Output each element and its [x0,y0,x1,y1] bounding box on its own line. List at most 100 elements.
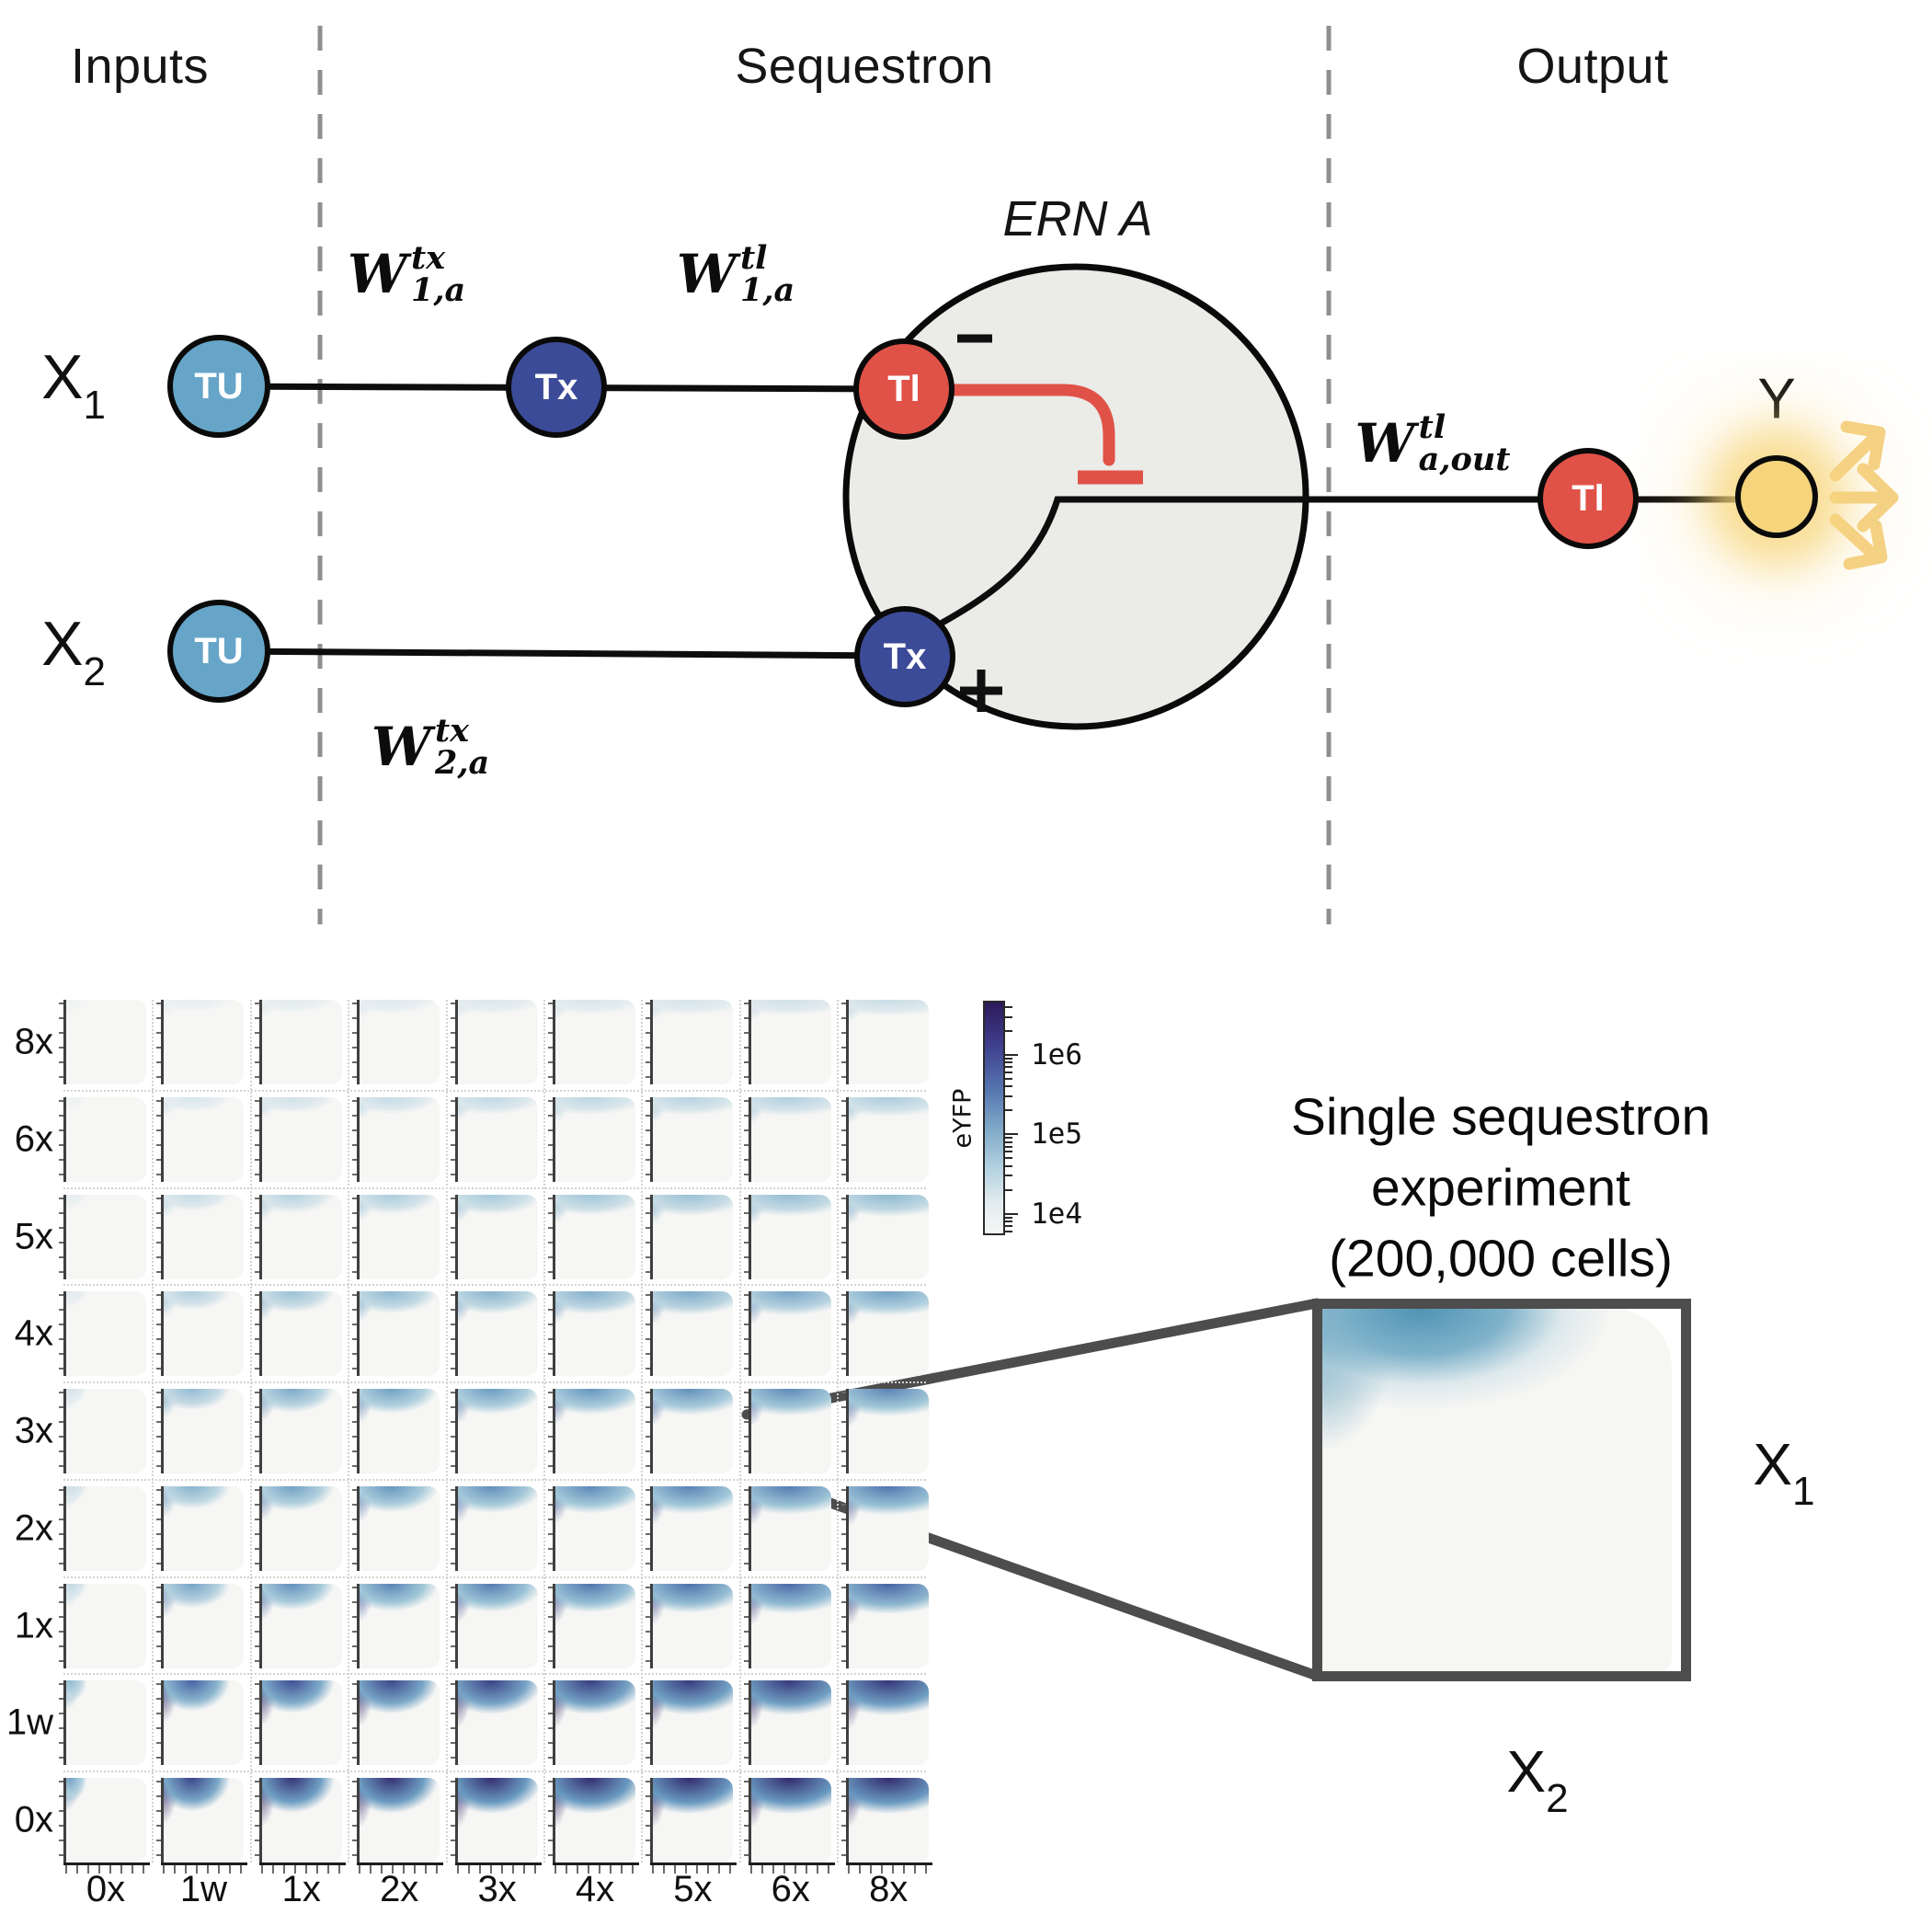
grid-separator [63,1673,926,1676]
cell-y-axis [846,1194,850,1279]
density-cell [59,1485,159,1584]
cell-x-axis-ticks [163,1865,245,1874]
section-heading-output: Output [1516,39,1669,94]
colorbar-minor-tick [1005,1230,1012,1232]
grid-col-label: 4x [575,1869,615,1909]
density-cell [450,1680,551,1778]
tu-node-x1: TU [167,335,270,438]
cell-y-axis-ticks [743,1294,749,1374]
cell-y-axis [161,1485,165,1571]
cell-y-axis-ticks [841,1294,847,1374]
density-cell-plot [359,1291,440,1377]
section-heading-sequestron: Sequestron [735,39,994,94]
cell-y-axis [454,1485,458,1571]
cell-y-axis-ticks [646,1294,651,1374]
cell-y-axis [553,1485,555,1571]
grid-col-label: 1w [179,1869,227,1909]
density-cell [841,1680,942,1778]
cell-y-axis [748,1194,751,1279]
density-cell-plot [260,1291,342,1377]
density-cell-plot [554,1194,635,1279]
density-cell [254,1096,355,1195]
grid-separator [152,1000,154,1862]
density-cell [646,1778,746,1875]
density-cell-plot [260,1583,342,1668]
cell-y-axis [846,1485,850,1571]
tu-node-x2: TU [167,600,270,703]
density-cell [646,1583,746,1681]
density-cell-plot [359,1194,440,1279]
colorbar-minor-tick [1005,1109,1012,1112]
cell-y-axis [454,1778,458,1862]
colorbar-minor-tick [1005,1188,1012,1191]
cell-y-axis-ticks [59,1683,63,1763]
cell-y-axis-ticks [841,1683,847,1763]
grid-separator [63,1771,926,1772]
grid-separator [63,1478,926,1481]
cell-y-axis-ticks [450,1683,455,1763]
density-cell [841,1000,942,1097]
density-cell-plot [65,1778,146,1862]
density-cell-plot [848,1485,930,1571]
cell-y-axis [748,1680,751,1766]
cell-y-axis-ticks [156,1683,162,1763]
cell-y-axis-ticks [743,1488,749,1568]
cell-y-axis [161,1096,165,1182]
cell-y-axis [357,1096,360,1182]
cell-y-axis-ticks [743,1586,749,1666]
density-cell-plot [456,1583,538,1668]
density-cell [254,1194,355,1292]
density-cell-plot [456,1096,538,1182]
density-cell-plot [848,1583,930,1668]
density-cell-plot [163,1000,245,1084]
density-cell [59,1680,159,1778]
grid-row-label: 5x [14,1216,53,1256]
colorbar-minor-tick [1005,1137,1012,1140]
density-cell-plot [65,1485,146,1571]
cell-y-axis-ticks [646,1197,651,1277]
cell-y-axis-ticks [548,1099,553,1179]
density-cell [548,1096,648,1195]
density-cell-plot [749,1000,831,1084]
density-cell-plot [652,1583,734,1668]
colorbar-minor-tick [1005,1077,1012,1080]
cell-x-axis [454,1862,542,1865]
density-cell-plot [359,1389,440,1473]
density-cell-plot [260,1680,342,1766]
density-cell-plot [749,1778,831,1862]
density-cell [254,1680,355,1778]
density-cell [254,1000,355,1097]
cell-y-axis-ticks [743,1099,749,1179]
density-cell [548,1778,648,1875]
colorbar-tick-1e6: 1e6 [1031,1038,1082,1072]
density-cell-plot [652,1485,734,1571]
cell-y-axis-ticks [59,1586,63,1666]
density-cell [450,1583,551,1681]
density-cell-plot [749,1583,831,1668]
cell-y-axis-ticks [743,1683,749,1763]
colorbar-tick-1e5: 1e5 [1031,1117,1082,1151]
density-cell-plot [652,1291,734,1377]
cell-y-axis-ticks [59,1781,63,1860]
density-cell [450,1096,551,1195]
cell-y-axis-ticks [156,1003,162,1082]
cell-y-axis [454,1583,458,1668]
cell-y-axis-ticks [59,1392,63,1471]
cell-y-axis [454,1389,458,1473]
output-y-label: Y [1757,367,1796,431]
density-cell [743,1680,844,1778]
cell-x-axis-ticks [848,1865,930,1874]
cell-y-axis-ticks [841,1488,847,1568]
density-cell-plot [749,1194,831,1279]
cell-y-axis [357,1583,360,1668]
cell-y-axis [63,1485,66,1571]
grid-separator [543,1000,545,1862]
density-cell-plot [65,1389,146,1473]
grid-col-label: 6x [771,1869,810,1909]
cell-x-axis-ticks [652,1865,734,1874]
cell-y-axis [63,1778,66,1862]
cell-y-axis-ticks [59,1488,63,1568]
cell-y-axis [553,1000,555,1084]
